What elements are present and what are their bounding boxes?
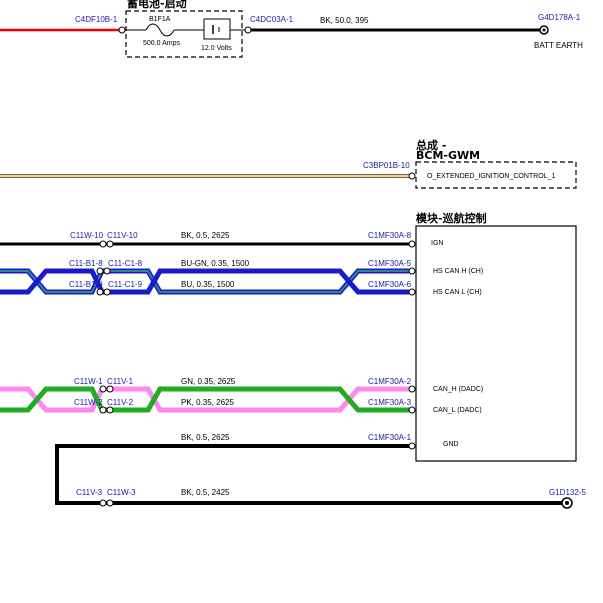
module-pin-hs-can-h: HS CAN H (CH) — [433, 268, 483, 275]
dadc-l-wire-label: PK, 0.35, 2625 — [181, 398, 234, 407]
ign-end-conn: C1MF30A-8 — [368, 231, 412, 240]
dadc-l-conn-1: C11W-2 — [74, 398, 103, 407]
gnd-wire-label: BK, 0.5, 2625 — [181, 433, 230, 442]
bcm-title-line2: BCM-GWM — [416, 149, 480, 162]
can-l-conn-1: C11-B1-9 — [69, 280, 103, 289]
gnd2-conn-2: C11W-3 — [107, 488, 136, 497]
ground-name: BATT EARTH — [534, 41, 583, 50]
module-pin-hs-can-l: HS CAN L (CH) — [433, 289, 482, 296]
can-l-end-conn: C1MF30A-6 — [368, 280, 412, 289]
module-pin-ign: IGN — [431, 240, 443, 247]
dadc-l-conn-2: C11V-2 — [107, 398, 134, 407]
hs-can-pair: C11-B1-8 C11-C1-8 BU-GN, 0.35, 1500 C1MF… — [0, 259, 416, 296]
fuse-name: B1F1A — [149, 16, 171, 23]
ground-connector-label: G4D178A-1 — [538, 13, 581, 22]
gnd2-conn-1: C11V-3 — [76, 488, 103, 497]
dadc-can-pair: C11W-1 C11V-1 GN, 0.35, 2625 C1MF30A-2 C… — [0, 377, 416, 414]
module-pin-gnd: GND — [443, 441, 459, 448]
dadc-h-wire-label: GN, 0.35, 2625 — [181, 377, 236, 386]
module-box — [415, 225, 577, 462]
fuse-rating: 500.0 Amps — [143, 40, 180, 47]
ign-wire-label: BK, 0.5, 2625 — [181, 231, 230, 240]
can-h-end-conn: C1MF30A-5 — [368, 259, 412, 268]
battery-box — [125, 10, 243, 58]
gnd2-end-conn: G1D132-5 — [549, 488, 586, 497]
can-h-conn-1: C11-B1-8 — [69, 259, 103, 268]
battery-icon — [203, 18, 231, 40]
fuse-icon — [145, 23, 175, 37]
can-l-conn-2: C11-C1-9 — [108, 280, 143, 289]
module-pin-can-h-dadc: CAN_H (DADC) — [433, 386, 483, 393]
module-title: 模块-巡航控制 — [416, 211, 487, 225]
can-h-conn-2: C11-C1-8 — [108, 259, 143, 268]
bcm-signal: O_EXTENDED_IGNITION_CONTROL_1 — [427, 173, 555, 180]
module-pin-can-l-dadc: CAN_L (DADC) — [433, 407, 482, 414]
bcm-connector-label: C3BP01B-10 — [363, 161, 410, 170]
dadc-h-conn-1: C11W-1 — [74, 377, 103, 386]
gnd-wire — [55, 444, 562, 505]
cruise-module: 模块-巡航控制 IGN HS CAN H (CH) HS CAN L (CH) … — [415, 211, 577, 462]
bcm-box — [415, 161, 577, 189]
dadc-l-end-conn: C1MF30A-3 — [368, 398, 412, 407]
left-connector-label: C4DF10B-1 — [75, 15, 118, 24]
gnd-wire-group: BK, 0.5, 2625 C1MF30A-1 C11V-3 C11W-3 BK… — [55, 433, 586, 509]
ign-conn-2: C11V-10 — [107, 231, 138, 240]
bcm-section: 总成 - BCM-GWM O_EXTENDED_IGNITION_CONTROL… — [0, 138, 577, 189]
gnd2-wire-label: BK, 0.5, 2425 — [181, 488, 230, 497]
battery-voltage: 12.0 Volts — [201, 45, 232, 52]
connector-pin-icon — [118, 26, 126, 34]
ign-conn-1: C11W-10 — [70, 231, 104, 240]
can-l-wire-label: BU, 0.35, 1500 — [181, 280, 235, 289]
connector-pin-icon — [408, 172, 416, 180]
ign-wire-group: C11W-10 C11V-10 BK, 0.5, 2625 C1MF30A-8 — [0, 231, 416, 248]
battery-title: 蓄电池-启动 — [127, 0, 187, 10]
battery-section: 蓄电池-启动 C4DF10B-1 B1F1A 500.0 Amps 12.0 V… — [0, 0, 583, 58]
right-connector-label: C4DC03A-1 — [250, 15, 294, 24]
dadc-h-end-conn: C1MF30A-2 — [368, 377, 412, 386]
gnd-end-conn: C1MF30A-1 — [368, 433, 412, 442]
battery-wire-label: BK, 50.0, 395 — [320, 16, 369, 25]
bcm-title-line1: 总成 - — [416, 138, 446, 152]
can-h-wire-label: BU-GN, 0.35, 1500 — [181, 259, 250, 268]
dadc-h-conn-2: C11V-1 — [107, 377, 134, 386]
connector-pin-icon — [244, 26, 252, 34]
